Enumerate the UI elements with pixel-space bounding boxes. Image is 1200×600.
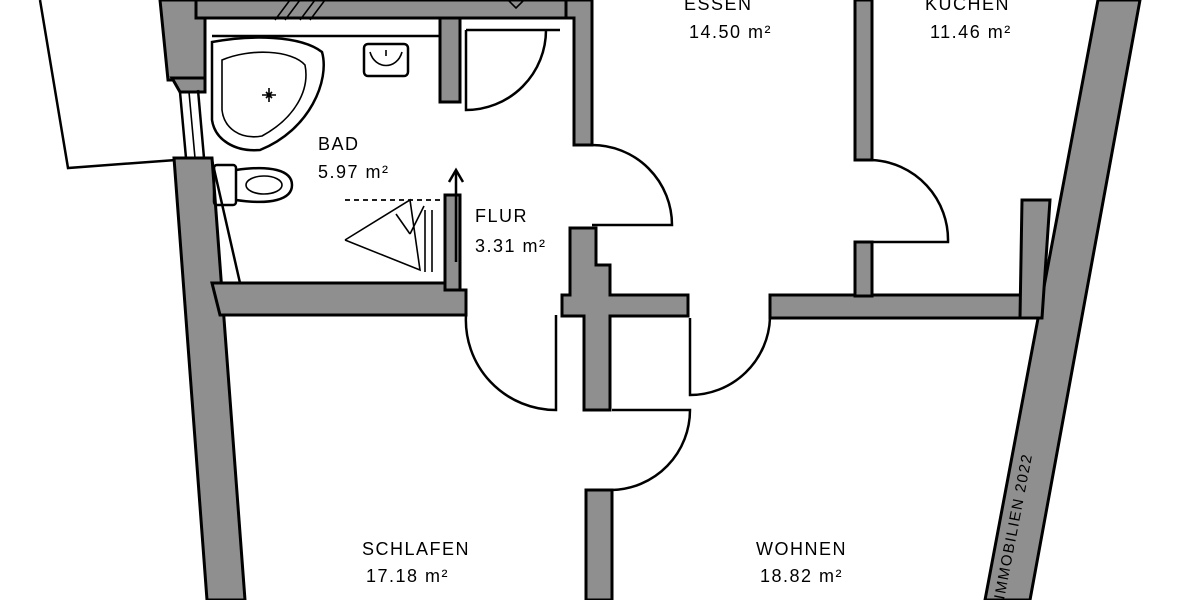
balcony-outline: [38, 0, 177, 170]
room-essen: ESSEN 14.50 m²: [684, 0, 772, 42]
room-name-bad: BAD: [318, 134, 360, 154]
wall-flur-essen-upper: [564, 0, 594, 147]
wall-essen-kuechen-upper: [853, 0, 874, 162]
room-area-wohnen: 18.82 m²: [760, 566, 843, 586]
toilet-icon: [212, 163, 294, 207]
shower-icon: [344, 198, 440, 272]
wall-central: [560, 226, 690, 412]
bathtub-icon: [210, 36, 325, 152]
wall-left-lower: [172, 156, 247, 600]
wall-bad-top: [438, 16, 462, 104]
wall-right-exterior: [983, 0, 1142, 600]
bad-interior-lines: [210, 34, 440, 284]
wall-schlafen-wohnen: [584, 488, 614, 600]
room-schlafen: SCHLAFEN 17.18 m²: [362, 539, 470, 586]
wall-left-window-jamb: [169, 76, 207, 94]
room-bad: BAD 5.97 m²: [318, 134, 390, 182]
room-area-kuechen: 11.46 m²: [930, 22, 1012, 42]
stair-hatch: [274, 0, 525, 21]
washbasin-icon: [362, 42, 410, 78]
room-name-schlafen: SCHLAFEN: [362, 539, 470, 559]
room-area-bad: 5.97 m²: [318, 162, 390, 182]
wall-essen-wohnen: [768, 293, 1042, 320]
room-wohnen: WOHNEN 18.82 m²: [756, 539, 847, 586]
wall-bad-right: [443, 193, 462, 292]
room-name-essen: ESSEN: [684, 0, 753, 14]
room-area-flur: 3.31 m²: [475, 236, 547, 256]
room-flur: FLUR 3.31 m²: [475, 206, 547, 256]
wall-bad-bottom: [210, 281, 468, 317]
room-name-flur: FLUR: [475, 206, 528, 226]
wall-right-notch: [1018, 198, 1052, 320]
room-name-kuechen: KÜCHEN: [925, 0, 1010, 14]
room-area-schlafen: 17.18 m²: [366, 566, 449, 586]
room-name-wohnen: WOHNEN: [756, 539, 847, 559]
window-left: [178, 89, 206, 159]
wall-essen-kuechen-lower: [853, 240, 874, 298]
room-kuechen: KÜCHEN 11.46 m²: [925, 0, 1012, 42]
entrance-arrow-icon: [447, 167, 465, 262]
room-area-essen: 14.50 m²: [689, 22, 772, 42]
doors: [464, 28, 950, 492]
walls: [158, 0, 1142, 600]
